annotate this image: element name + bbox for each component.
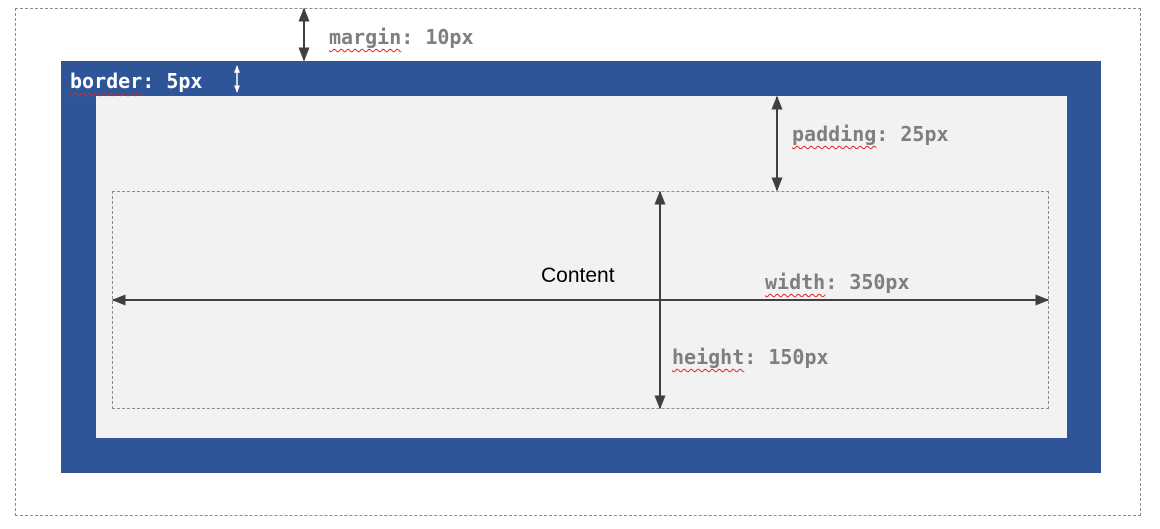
width-property: width [765, 270, 826, 294]
padding-area [96, 96, 1067, 438]
margin-value: : 10px [401, 25, 474, 49]
height-label: height: 150px [672, 347, 829, 367]
margin-label: margin: 10px [329, 27, 474, 47]
height-property: height [672, 345, 745, 369]
width-label: width: 350px [765, 272, 910, 292]
padding-property: padding [792, 122, 877, 146]
border-property: border [70, 69, 143, 93]
padding-label: padding: 25px [792, 124, 949, 144]
border-value: : 5px [142, 69, 203, 93]
width-value: : 350px [825, 270, 910, 294]
padding-value: : 25px [876, 122, 949, 146]
border-label: border: 5px [70, 71, 202, 91]
margin-area [15, 8, 1141, 516]
margin-property: margin [329, 25, 402, 49]
content-label: Content [541, 264, 615, 287]
height-value: : 150px [744, 345, 829, 369]
